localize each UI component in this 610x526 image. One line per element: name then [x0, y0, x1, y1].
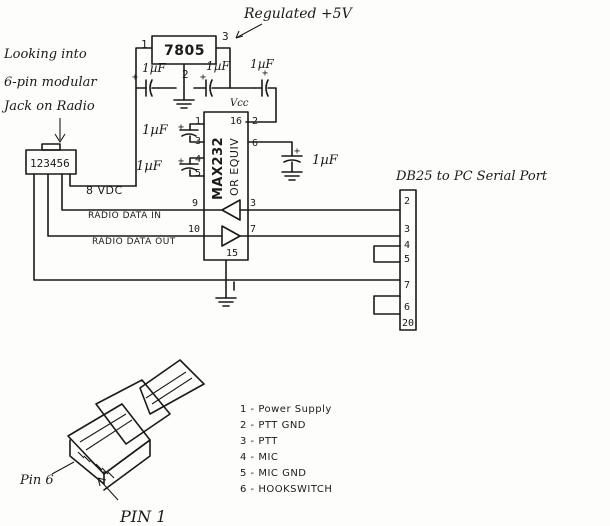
regulator-part-label: 7805 — [164, 43, 205, 59]
jack-pin-numbers: 123456 — [30, 157, 70, 170]
max-pin-15: 15 — [226, 248, 238, 259]
regulator-pin-3: 3 — [222, 30, 229, 43]
pin-legend: 1 - Power Supply 2 - PTT GND 3 - PTT 4 -… — [240, 404, 332, 495]
max-pin-2: 2 — [252, 116, 258, 127]
max232-label: MAX232 — [211, 137, 226, 200]
db-pin-6: 6 — [404, 302, 410, 313]
radio-data-in-label: RADIO DATA IN — [88, 211, 162, 221]
svg-text:+: + — [262, 68, 268, 79]
max-pin-10: 10 — [188, 224, 200, 235]
regulated-5v-label: Regulated +5V — [243, 6, 354, 22]
cap-c3-label: 1µF — [250, 57, 274, 71]
svg-text:+: + — [294, 146, 300, 157]
max-pin-4: 4 — [195, 154, 201, 165]
legend-item-1: 1 - Power Supply — [240, 404, 332, 415]
cap-c6-label: 1µF — [312, 153, 339, 168]
legend-item-6: 6 - HOOKSWITCH — [240, 484, 332, 495]
legend-item-3: 3 - PTT — [240, 436, 278, 447]
db-pin-20: 20 — [402, 318, 414, 329]
max-pin-7: 7 — [250, 224, 256, 235]
db-pin-5: 5 — [404, 254, 410, 265]
max-pin-1: 1 — [195, 116, 201, 127]
looking-into-label: Looking into — [3, 47, 87, 62]
db25-label: DB25 to PC Serial Port — [395, 169, 548, 184]
pin1-label: PIN 1 — [119, 507, 166, 526]
radio-data-out-label: RADIO DATA OUT — [92, 237, 176, 247]
pin6-label: Pin 6 — [19, 473, 54, 488]
cap-c4-label: 1µF — [142, 123, 169, 138]
max-pin-9: 9 — [192, 198, 198, 209]
cap-c5-label: 1µF — [136, 159, 163, 174]
regulator-pin-2: 2 — [182, 68, 189, 81]
modular-label: 6-pin modular — [4, 75, 97, 90]
legend-item-5: 5 - MIC GND — [240, 468, 307, 479]
modular-plug-sketch — [67, 359, 205, 491]
jack-on-radio-label: Jack on Radio — [1, 99, 95, 114]
svg-text:+: + — [178, 156, 184, 167]
svg-text:+: + — [132, 72, 138, 83]
max-pin-5: 5 — [195, 168, 201, 179]
max-pin-16: 16 — [230, 116, 242, 127]
max232-chip: MAX232 OR EQUIV Vcc — [203, 98, 249, 261]
db25-connector: DB25 to PC Serial Port 2 3 4 5 7 6 20 — [395, 169, 548, 331]
cap-c1-label: 1µF — [142, 61, 166, 75]
db-pin-2: 2 — [404, 196, 410, 207]
vcc-label: Vcc — [230, 98, 249, 109]
cap-c2-label: 1µF — [206, 59, 230, 73]
max-pin-6: 6 — [252, 138, 258, 149]
modular-jack: 123456 — [25, 143, 77, 175]
db-pin-3: 3 — [404, 224, 410, 235]
legend-item-4: 4 - MIC — [240, 452, 278, 463]
8vdc-label: 8 VDC — [86, 184, 123, 197]
legend-item-2: 2 - PTT GND — [240, 420, 306, 431]
or-equiv-label: OR EQUIV — [228, 138, 241, 196]
db-pin-7: 7 — [404, 280, 410, 291]
svg-text:+: + — [178, 122, 184, 133]
max-pin-3-right: 3 — [250, 198, 256, 209]
svg-text:+: + — [200, 72, 206, 83]
regulator-pin-1: 1 — [141, 38, 148, 51]
db-pin-4: 4 — [404, 240, 410, 251]
